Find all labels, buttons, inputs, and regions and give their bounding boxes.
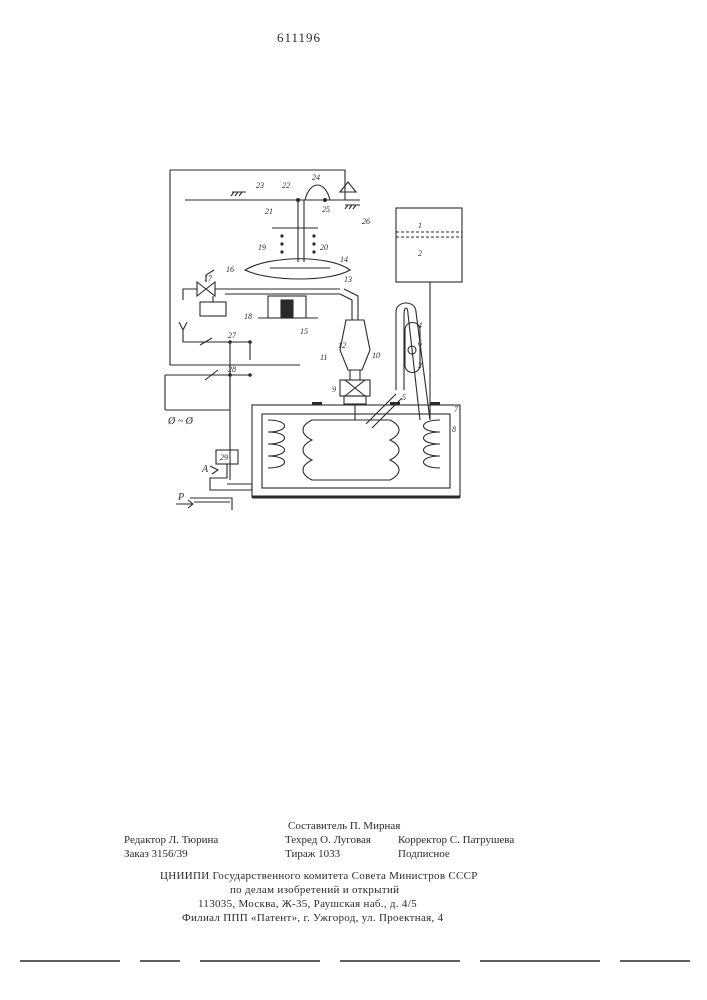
label-22: 22 xyxy=(282,181,290,190)
label-14: 14 xyxy=(340,255,348,264)
label-12: 12 xyxy=(338,341,346,350)
colophon-compiler: Составитель П. Мирная xyxy=(288,820,400,832)
switch-28 xyxy=(165,370,250,380)
colophon-corrector: Корректор С. Патрушева xyxy=(398,834,514,846)
label-13: 13 xyxy=(344,275,352,284)
label-23: 23 xyxy=(256,181,264,190)
imprint-line-2: по делам изобретений и открытий xyxy=(230,884,399,896)
label-29: 29 xyxy=(220,453,228,462)
hinge-23 xyxy=(231,192,246,196)
bottom-scan-rule xyxy=(0,958,707,964)
tube-11 xyxy=(350,370,360,380)
label-A: A xyxy=(201,464,209,475)
imprint-line-3: 113035, Москва, Ж-35, Раушская наб., д. … xyxy=(198,898,417,910)
label-P: P xyxy=(177,492,184,503)
bellows-center xyxy=(303,420,399,480)
pivot-25 xyxy=(340,182,356,192)
element-9 xyxy=(344,396,366,404)
label-10: 10 xyxy=(372,351,380,360)
label-8: 8 xyxy=(452,425,456,434)
label-28: 28 xyxy=(228,365,236,374)
label-25: 25 xyxy=(322,205,330,214)
tube-13 xyxy=(340,289,358,320)
valve-17 xyxy=(197,282,215,296)
colophon-circulation: Тираж 1033 xyxy=(285,848,340,860)
tank-7 xyxy=(262,414,450,488)
label-4: 4 xyxy=(418,321,422,330)
label-9: 9 xyxy=(332,385,336,394)
label-11: 11 xyxy=(320,353,327,362)
stem-21 xyxy=(298,200,304,262)
imprint-line-4: Филиал ППП «Патент», г. Ужгород, ул. Про… xyxy=(182,912,443,924)
bellows-right xyxy=(424,420,441,468)
label-21: 21 xyxy=(265,207,273,216)
stop-26 xyxy=(345,205,360,209)
bellows-left xyxy=(268,420,285,468)
label-17: 17 xyxy=(204,274,213,283)
colophon-subscription: Подписное xyxy=(398,848,450,860)
colophon-techred: Техред О. Луговая xyxy=(285,834,371,846)
label-3: 3 xyxy=(417,361,422,370)
label-5: 5 xyxy=(402,393,406,402)
label-2: 2 xyxy=(418,249,422,258)
inlet-5 xyxy=(366,394,402,428)
arrow-A xyxy=(210,466,218,474)
label-19: 19 xyxy=(258,243,266,252)
block-18-upper xyxy=(200,302,226,316)
label-20: 20 xyxy=(320,243,328,252)
colophon-order: Заказ 3156/39 xyxy=(124,848,188,860)
label-16: 16 xyxy=(226,265,234,274)
arrow-down xyxy=(179,322,187,330)
label-24: 24 xyxy=(312,173,320,182)
label-6: 6 xyxy=(418,339,422,348)
label-15: 15 xyxy=(300,327,308,336)
label-ac-supply: Ø ~ Ø xyxy=(167,416,194,427)
tank-8 xyxy=(252,405,460,497)
label-27: 27 xyxy=(228,331,237,340)
label-7: 7 xyxy=(454,405,459,414)
colophon-editor: Редактор Л. Тюрина xyxy=(124,834,218,846)
pipe-P xyxy=(210,464,252,490)
pipe-left xyxy=(183,289,197,300)
reservoir-1 xyxy=(396,208,462,282)
label-26: 26 xyxy=(362,217,370,226)
imprint-line-1: ЦНИИПИ Государственного комитета Совета … xyxy=(160,870,478,882)
spring-24 xyxy=(305,185,330,200)
label-1: 1 xyxy=(418,221,422,230)
label-18: 18 xyxy=(244,312,252,321)
